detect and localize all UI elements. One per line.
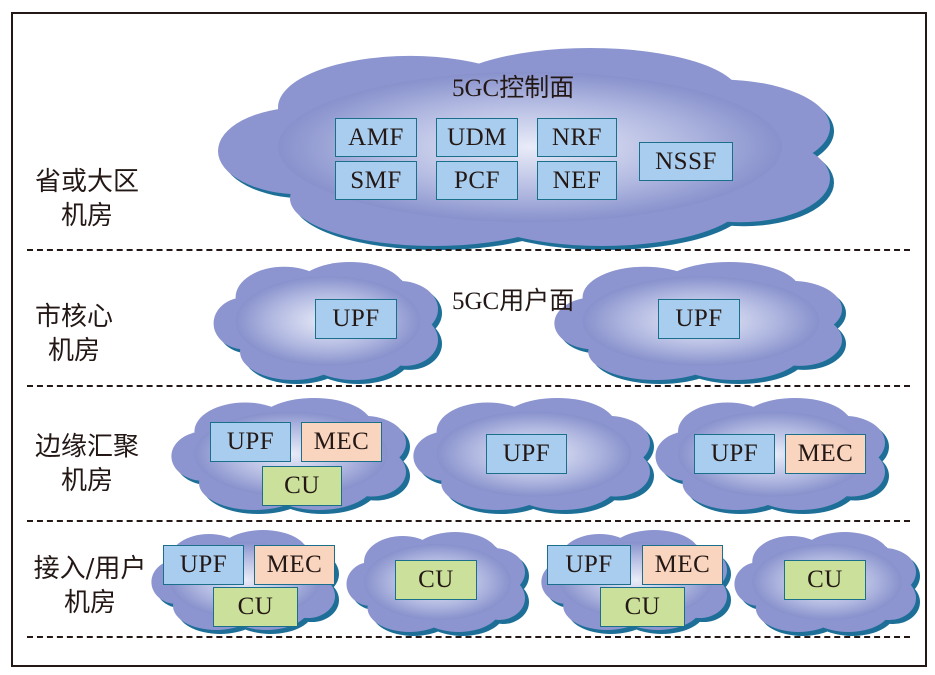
user-plane-title: 5GC用户面: [452, 288, 575, 315]
tier-label-access: 接入/用户 机房: [24, 552, 156, 620]
tier-divider-2: [27, 385, 910, 387]
tier-label-line1: 边缘汇聚: [34, 432, 139, 462]
tier-divider-4: [27, 636, 910, 638]
access-cu-box-2: CU: [395, 560, 477, 600]
access-mec-box-1: MEC: [254, 545, 335, 585]
tier-divider-3: [27, 520, 910, 522]
tier-label-city-core: 市核心 机房: [22, 300, 126, 368]
diagram-frame: [11, 12, 927, 667]
tier-label-line1: 接入/用户: [33, 554, 147, 584]
nf-box-nrf: NRF: [537, 118, 617, 157]
tier-label-line2: 机房: [60, 201, 113, 231]
city-core-upf-box-1: UPF: [315, 299, 397, 339]
edge-upf-box-1: UPF: [210, 422, 291, 462]
edge-mec-box-3: MEC: [785, 434, 866, 474]
nf-box-nef: NEF: [537, 161, 617, 200]
tier-divider-1: [27, 249, 910, 251]
tier-label-line1: 市核心: [34, 302, 113, 332]
tier-label-line1: 省或大区: [34, 167, 139, 197]
nf-box-amf: AMF: [335, 118, 417, 157]
access-upf-box-1: UPF: [163, 545, 244, 585]
tier-label-edge-aggregation: 边缘汇聚 机房: [26, 430, 148, 498]
access-upf-box-3: UPF: [547, 545, 631, 585]
nf-box-udm: UDM: [436, 118, 518, 157]
nf-box-nssf: NSSF: [639, 142, 733, 181]
nf-box-pcf: PCF: [436, 161, 518, 200]
access-cu-box-1: CU: [213, 587, 298, 627]
edge-cu-box-1: CU: [262, 466, 342, 506]
edge-mec-box-1: MEC: [301, 422, 382, 462]
edge-upf-box-2: UPF: [486, 434, 567, 474]
nf-box-smf: SMF: [335, 161, 417, 200]
access-cu-box-3: CU: [600, 587, 685, 627]
tier-label-provincial: 省或大区 机房: [26, 165, 148, 233]
access-mec-box-3: MEC: [642, 545, 723, 585]
city-core-upf-box-2: UPF: [658, 299, 740, 339]
edge-upf-box-3: UPF: [694, 434, 775, 474]
control-plane-title: 5GC控制面: [452, 75, 575, 102]
tier-label-line2: 机房: [60, 466, 113, 496]
access-cu-box-4: CU: [784, 560, 866, 600]
tier-label-line2: 机房: [63, 588, 116, 618]
tier-label-line2: 机房: [47, 336, 100, 366]
